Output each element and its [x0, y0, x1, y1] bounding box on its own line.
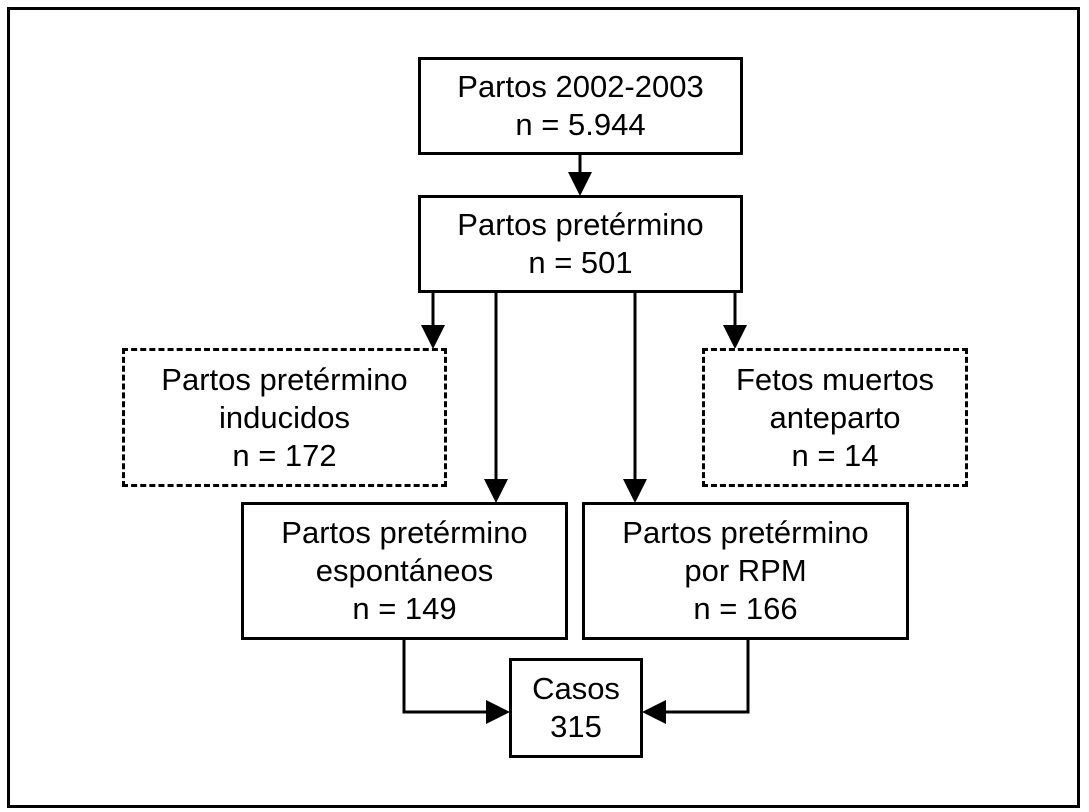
node-spontaneous-preterm-line2: espontáneos [315, 553, 494, 588]
node-spontaneous-preterm: Partos pretérmino espontáneos n = 149 [241, 502, 568, 640]
node-rpm-preterm-line2: por RPM [684, 553, 807, 588]
node-rpm-preterm-line1: Partos pretérmino [622, 515, 869, 550]
arrow-spontaneous-to-cases [402, 640, 510, 724]
node-total-births: Partos 2002-2003 n = 5.944 [418, 57, 743, 155]
node-total-births-line1: Partos 2002-2003 [457, 69, 704, 104]
node-spontaneous-preterm-count: n = 149 [352, 591, 457, 626]
arrow-rpm-to-cases [642, 640, 750, 724]
node-induced-preterm-line1: Partos pretérmino [161, 361, 408, 397]
node-preterm-births: Partos pretérmino n = 501 [418, 195, 743, 293]
node-cases: Casos 315 [509, 658, 643, 758]
node-induced-preterm: Partos pretérmino inducidos n = 172 [122, 348, 447, 487]
node-antepartum-stillbirths-line1: Fetos muertos [735, 361, 935, 397]
node-preterm-births-count: n = 501 [528, 245, 633, 280]
node-spontaneous-preterm-line1: Partos pretérmino [281, 515, 528, 550]
node-rpm-preterm-count: n = 166 [693, 591, 798, 626]
node-antepartum-stillbirths-count: n = 14 [791, 437, 879, 473]
node-cases-label: Casos [532, 671, 620, 706]
node-antepartum-stillbirths: Fetos muertos anteparto n = 14 [702, 348, 968, 487]
node-preterm-births-line1: Partos pretérmino [457, 207, 704, 242]
node-rpm-preterm: Partos pretérmino por RPM n = 166 [582, 502, 909, 640]
node-total-births-count: n = 5.944 [515, 107, 646, 142]
diagram-frame [7, 7, 1080, 808]
node-induced-preterm-line2: inducidos [219, 399, 350, 435]
node-induced-preterm-count: n = 172 [232, 437, 337, 473]
node-cases-count: 315 [550, 709, 602, 744]
node-antepartum-stillbirths-line2: anteparto [769, 399, 901, 435]
